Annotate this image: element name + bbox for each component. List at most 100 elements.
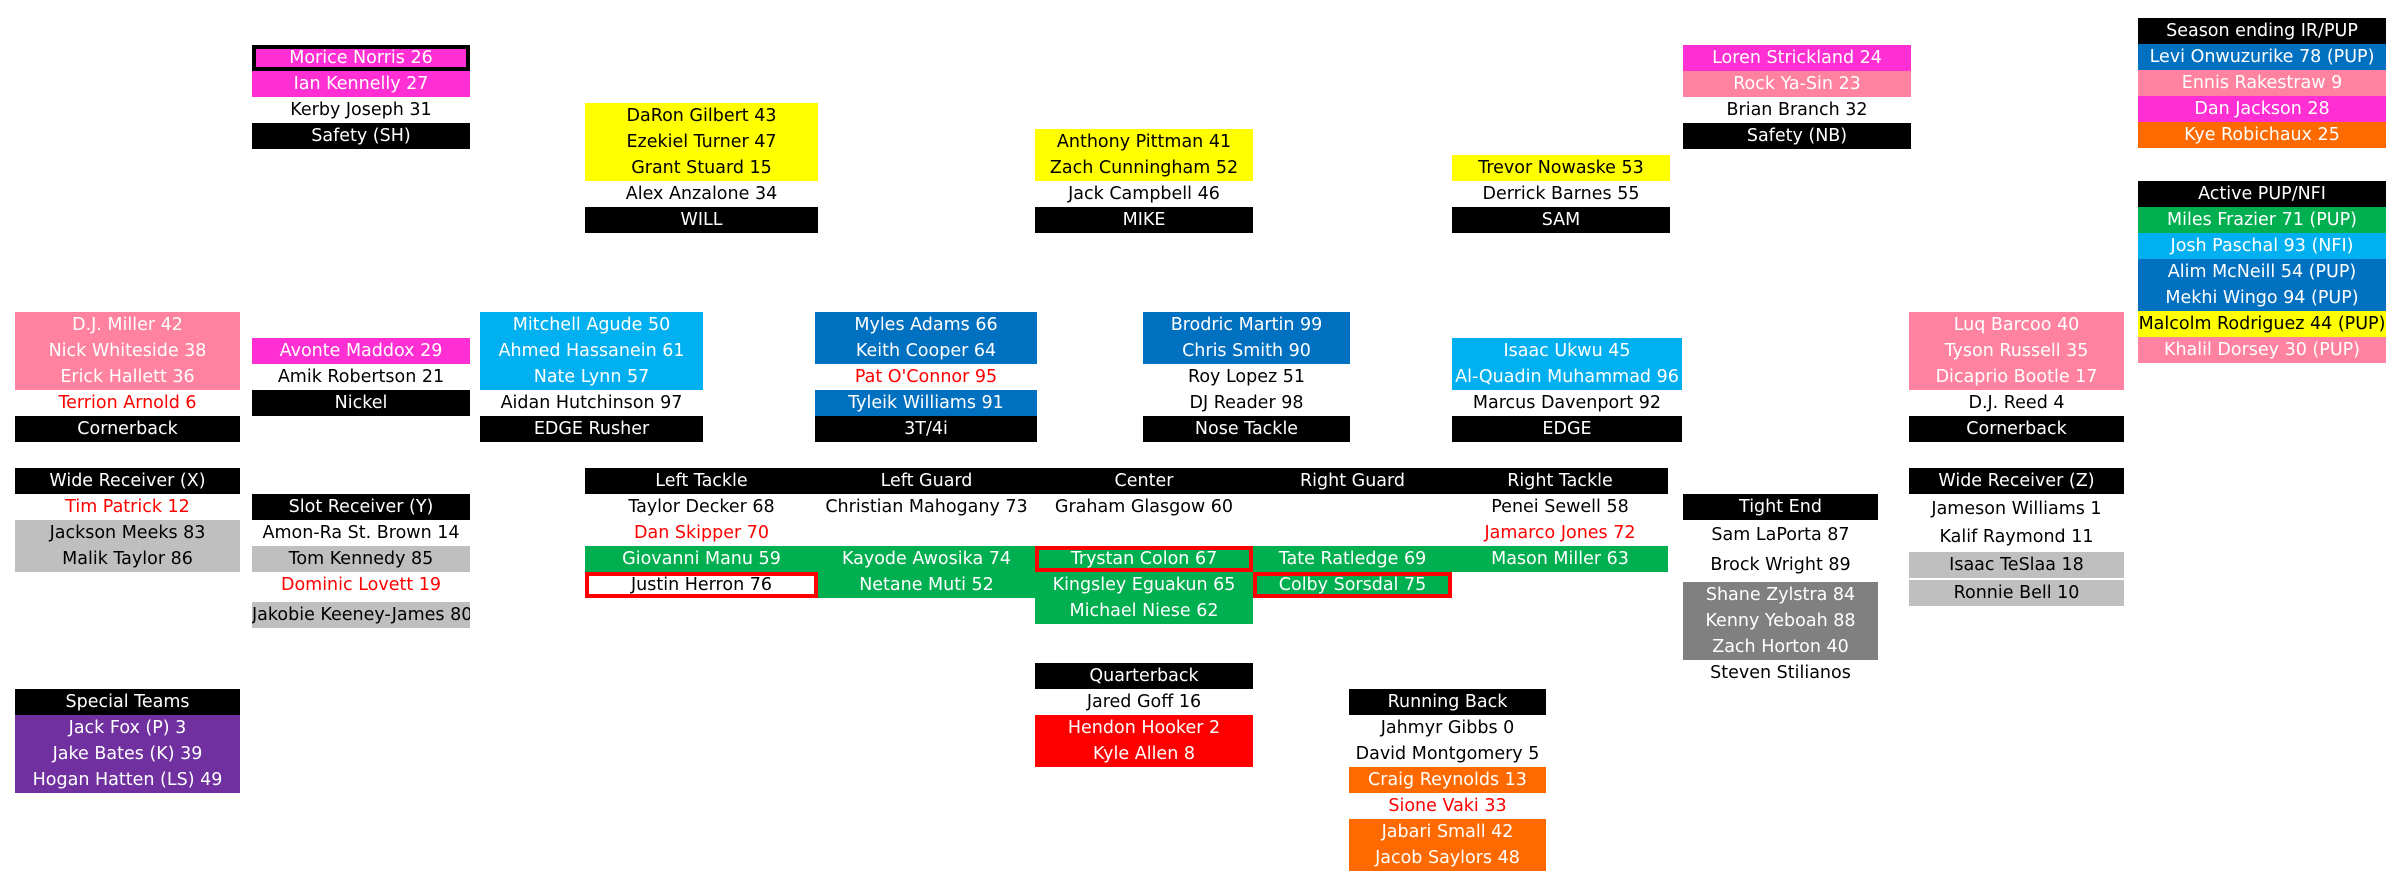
player-cell: Grant Stuard 15 <box>585 155 818 181</box>
player-cell: Trystan Colon 67 <box>1035 546 1253 572</box>
position-header: Running Back <box>1349 689 1546 715</box>
player-cell: Khalil Dorsey 30 (PUP) <box>2138 337 2386 363</box>
player-cell: Kingsley Eguakun 65 <box>1035 572 1253 598</box>
player-cell: Kye Robichaux 25 <box>2138 122 2386 148</box>
position-header: EDGE Rusher <box>480 416 703 442</box>
player-cell: Trevor Nowaske 53 <box>1452 155 1670 181</box>
player-cell: Steven Stilianos <box>1683 660 1878 686</box>
player-cell: Hogan Hatten (LS) 49 <box>15 767 240 793</box>
player-cell: Malik Taylor 86 <box>15 546 240 572</box>
player-cell: Pat O'Connor 95 <box>815 364 1037 390</box>
position-header: Right Tackle <box>1452 468 1668 494</box>
position-header: Wide Receiver (Z) <box>1909 468 2124 494</box>
player-cell: Kalif Raymond 11 <box>1909 524 2124 550</box>
player-cell: Nick Whiteside 38 <box>15 338 240 364</box>
player-cell: Dominic Lovett 19 <box>252 572 470 598</box>
player-cell: Ronnie Bell 10 <box>1909 580 2124 606</box>
player-cell: Justin Herron 76 <box>585 572 818 598</box>
player-cell: Morice Norris 26 <box>252 45 470 71</box>
player-cell: Ezekiel Turner 47 <box>585 129 818 155</box>
player-cell: Alex Anzalone 34 <box>585 181 818 207</box>
player-cell: Marcus Davenport 92 <box>1452 390 1682 416</box>
player-cell: Hendon Hooker 2 <box>1035 715 1253 741</box>
player-cell: Brock Wright 89 <box>1683 552 1878 578</box>
position-header: Center <box>1035 468 1253 494</box>
player-cell: Loren Strickland 24 <box>1683 45 1911 71</box>
position-header: Active PUP/NFI <box>2138 181 2386 207</box>
player-cell: Jack Campbell 46 <box>1035 181 1253 207</box>
position-header: Safety (SH) <box>252 123 470 149</box>
player-cell: Dicaprio Bootle 17 <box>1909 364 2124 390</box>
player-cell: Nate Lynn 57 <box>480 364 703 390</box>
player-cell: Graham Glasgow 60 <box>1035 494 1253 520</box>
player-cell: Alim McNeill 54 (PUP) <box>2138 259 2386 285</box>
player-cell: DaRon Gilbert 43 <box>585 103 818 129</box>
player-cell: Ahmed Hassanein 61 <box>480 338 703 364</box>
position-header: Cornerback <box>1909 416 2124 442</box>
player-cell: Josh Paschal 93 (NFI) <box>2138 233 2386 259</box>
player-cell: Amik Robertson 21 <box>252 364 470 390</box>
player-cell: Zach Cunningham 52 <box>1035 155 1253 181</box>
position-header: Left Tackle <box>585 468 818 494</box>
position-header: Safety (NB) <box>1683 123 1911 149</box>
player-cell: Brian Branch 32 <box>1683 97 1911 123</box>
player-cell: Jacob Saylors 48 <box>1349 845 1546 871</box>
player-cell: Kayode Awosika 74 <box>818 546 1035 572</box>
position-header: Right Guard <box>1253 468 1452 494</box>
player-cell: Keith Cooper 64 <box>815 338 1037 364</box>
player-cell: Christian Mahogany 73 <box>818 494 1035 520</box>
player-cell: Dan Skipper 70 <box>585 520 818 546</box>
player-cell: Craig Reynolds 13 <box>1349 767 1546 793</box>
player-cell: Malcolm Rodriguez 44 (PUP) <box>2138 311 2386 337</box>
player-cell: Mitchell Agude 50 <box>480 312 703 338</box>
player-cell: Al-Quadin Muhammad 96 <box>1452 364 1682 390</box>
player-cell: Kenny Yeboah 88 <box>1683 608 1878 634</box>
player-cell: Avonte Maddox 29 <box>252 338 470 364</box>
player-cell: Sione Vaki 33 <box>1349 793 1546 819</box>
position-header: Cornerback <box>15 416 240 442</box>
player-cell: Jameson Williams 1 <box>1909 496 2124 522</box>
player-cell: Tate Ratledge 69 <box>1253 546 1452 572</box>
player-cell: Sam LaPorta 87 <box>1683 522 1878 548</box>
player-cell: Jakobie Keeney-James 80 <box>252 602 470 628</box>
player-cell: Tom Kennedy 85 <box>252 546 470 572</box>
player-cell: Ian Kennelly 27 <box>252 71 470 97</box>
player-cell: Jahmyr Gibbs 0 <box>1349 715 1546 741</box>
player-cell: Giovanni Manu 59 <box>585 546 818 572</box>
player-cell: Anthony Pittman 41 <box>1035 129 1253 155</box>
player-cell: Isaac Ukwu 45 <box>1452 338 1682 364</box>
player-cell: Roy Lopez 51 <box>1143 364 1350 390</box>
player-cell: Michael Niese 62 <box>1035 598 1253 624</box>
player-cell: Jackson Meeks 83 <box>15 520 240 546</box>
player-cell: Levi Onwuzurike 78 (PUP) <box>2138 44 2386 70</box>
position-header: SAM <box>1452 207 1670 233</box>
player-cell: Shane Zylstra 84 <box>1683 582 1878 608</box>
player-cell: Tim Patrick 12 <box>15 494 240 520</box>
player-cell: Colby Sorsdal 75 <box>1253 572 1452 598</box>
player-cell: Amon-Ra St. Brown 14 <box>252 520 470 546</box>
player-cell: Chris Smith 90 <box>1143 338 1350 364</box>
position-header: Quarterback <box>1035 663 1253 689</box>
player-cell: Ennis Rakestraw 9 <box>2138 70 2386 96</box>
player-cell: Kyle Allen 8 <box>1035 741 1253 767</box>
position-header: Special Teams <box>15 689 240 715</box>
player-cell: Erick Hallett 36 <box>15 364 240 390</box>
